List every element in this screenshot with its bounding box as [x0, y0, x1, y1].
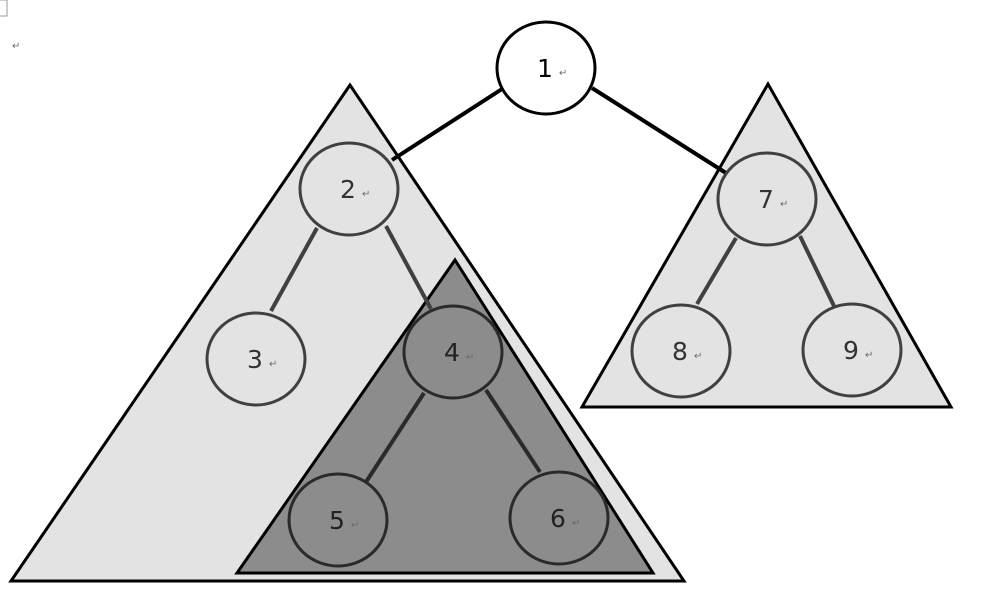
edge-4-5	[364, 391, 426, 484]
edge-2-4	[384, 225, 433, 310]
tree-node-1: 1 ↵	[495, 20, 597, 116]
edge-7-8	[695, 236, 738, 306]
tree-node-3: 3 ↵	[205, 311, 307, 407]
edge-4-6	[484, 388, 542, 474]
node-label-8: 8	[672, 337, 688, 366]
paragraph-mark-icon: ↵	[466, 352, 474, 363]
edge-1-7	[590, 86, 728, 175]
node-label-3: 3	[247, 345, 263, 374]
paragraph-mark-icon: ↵	[780, 199, 788, 210]
paragraph-mark-icon: ↵	[694, 351, 702, 362]
page-corner-mark	[0, 0, 8, 17]
node-label-2: 2	[340, 175, 356, 204]
paragraph-mark-icon: ↵	[362, 189, 370, 200]
tree-node-5: 5 ↵	[287, 472, 389, 568]
edge-7-9	[798, 235, 836, 307]
paragraph-mark-icon: ↵	[12, 41, 20, 52]
paragraph-mark-icon: ↵	[269, 359, 277, 370]
paragraph-mark-icon: ↵	[572, 518, 580, 529]
edge-1-2	[390, 87, 504, 162]
node-label-6: 6	[550, 504, 566, 533]
tree-node-9: 9 ↵	[801, 302, 903, 398]
node-label-7: 7	[758, 185, 774, 214]
edge-2-3	[269, 227, 319, 312]
node-label-9: 9	[843, 336, 859, 365]
paragraph-mark-icon: ↵	[865, 350, 873, 361]
node-label-1: 1	[537, 54, 553, 83]
tree-node-4: 4 ↵	[402, 304, 504, 400]
tree-node-6: 6 ↵	[508, 470, 610, 566]
tree-node-7: 7 ↵	[716, 151, 818, 247]
node-label-4: 4	[444, 338, 460, 367]
node-label-5: 5	[329, 506, 345, 535]
tree-node-2: 2 ↵	[298, 141, 400, 237]
paragraph-mark-icon: ↵	[351, 520, 359, 531]
tree-node-8: 8 ↵	[630, 303, 732, 399]
paragraph-mark-icon: ↵	[559, 68, 567, 79]
